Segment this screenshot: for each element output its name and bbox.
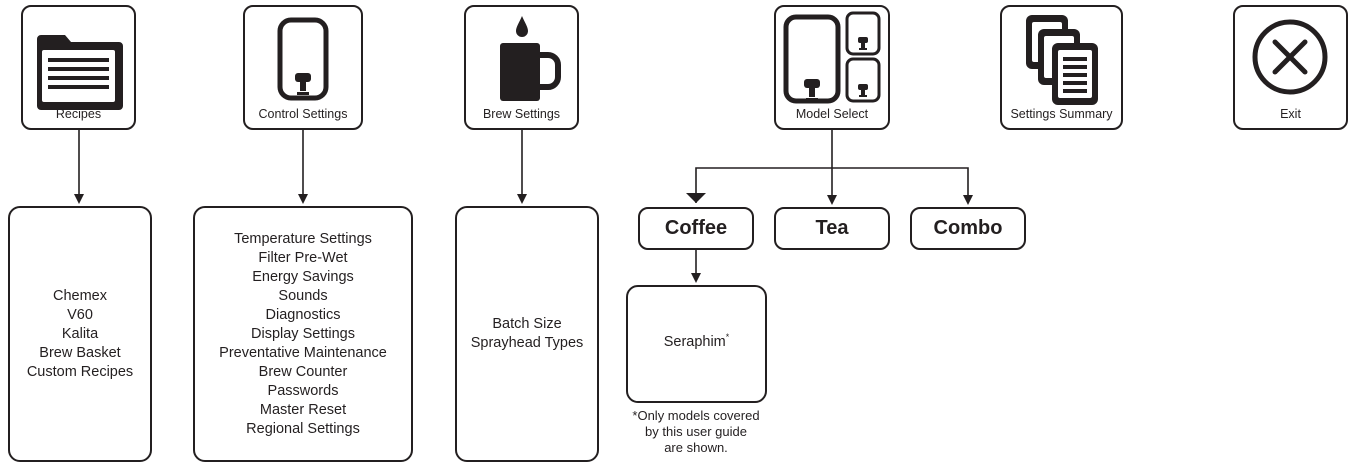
recipes-list-panel: Chemex V60 Kalita Brew Basket Custom Rec… (8, 206, 152, 462)
control-settings-list: Temperature Settings Filter Pre-Wet Ener… (219, 230, 387, 439)
list-item[interactable]: Passwords (267, 382, 339, 399)
combo-button[interactable]: Combo (910, 207, 1026, 250)
list-item[interactable]: Diagnostics (265, 306, 341, 323)
brew-settings-list: Batch Size Sprayhead Types (471, 315, 584, 353)
settings-summary-label: Settings Summary (1010, 107, 1113, 121)
dispenser-icon (277, 17, 329, 101)
model-item-seraphim[interactable]: Seraphim* (664, 332, 730, 350)
footnote: *Only models covered by this user guide … (610, 408, 782, 456)
list-item[interactable]: Brew Basket (39, 344, 121, 361)
exit-tile[interactable]: Exit (1233, 5, 1348, 130)
tea-button[interactable]: Tea (774, 207, 890, 250)
list-item[interactable]: Display Settings (251, 325, 355, 342)
model-select-label: Model Select (795, 107, 869, 121)
control-settings-tile[interactable]: Control Settings (243, 5, 363, 130)
brew-settings-label: Brew Settings (482, 107, 561, 121)
recipes-list: Chemex V60 Kalita Brew Basket Custom Rec… (27, 287, 133, 382)
exit-label: Exit (1280, 107, 1301, 121)
settings-summary-tile[interactable]: Settings Summary (1000, 5, 1123, 130)
list-item[interactable]: Sprayhead Types (470, 335, 584, 351)
coffee-models-panel: Seraphim* (626, 285, 767, 403)
documents-icon (1026, 15, 1098, 105)
dispenser-models-icon (783, 11, 881, 104)
list-item[interactable]: Kalita (61, 325, 99, 342)
list-item[interactable]: Chemex (53, 287, 107, 304)
list-item[interactable]: Master Reset (259, 401, 347, 418)
list-item[interactable]: Energy Savings (252, 268, 354, 285)
footnote-line: are shown. (664, 440, 728, 455)
list-item[interactable]: Brew Counter (258, 363, 348, 380)
recipes-label: Recipes (55, 107, 102, 121)
recipes-tile[interactable]: Recipes (21, 5, 136, 130)
folder-icon (37, 35, 123, 110)
close-circle-icon (1252, 19, 1328, 95)
list-item[interactable]: V60 (67, 306, 93, 323)
asterisk-mark: * (725, 332, 730, 343)
list-item[interactable]: Preventative Maintenance (219, 344, 387, 361)
coffee-button[interactable]: Coffee (638, 207, 754, 250)
control-settings-label: Control Settings (258, 107, 348, 121)
control-settings-list-panel: Temperature Settings Filter Pre-Wet Ener… (193, 206, 413, 462)
list-item[interactable]: Temperature Settings (234, 230, 372, 247)
model-select-tile[interactable]: Model Select (774, 5, 890, 130)
footnote-line: *Only models covered (632, 408, 760, 423)
list-item[interactable]: Batch Size (492, 316, 562, 332)
brew-settings-tile[interactable]: Brew Settings (464, 5, 579, 130)
model-name: Seraphim (663, 333, 726, 350)
brew-settings-list-panel: Batch Size Sprayhead Types (455, 206, 599, 462)
footnote-line: by this user guide (645, 424, 747, 439)
list-item[interactable]: Custom Recipes (26, 363, 134, 380)
mug-icon (500, 16, 561, 101)
list-item[interactable]: Sounds (278, 287, 328, 304)
model-branch-connector (695, 167, 973, 205)
list-item[interactable]: Filter Pre-Wet (258, 249, 348, 266)
list-item[interactable]: Regional Settings (246, 420, 360, 437)
